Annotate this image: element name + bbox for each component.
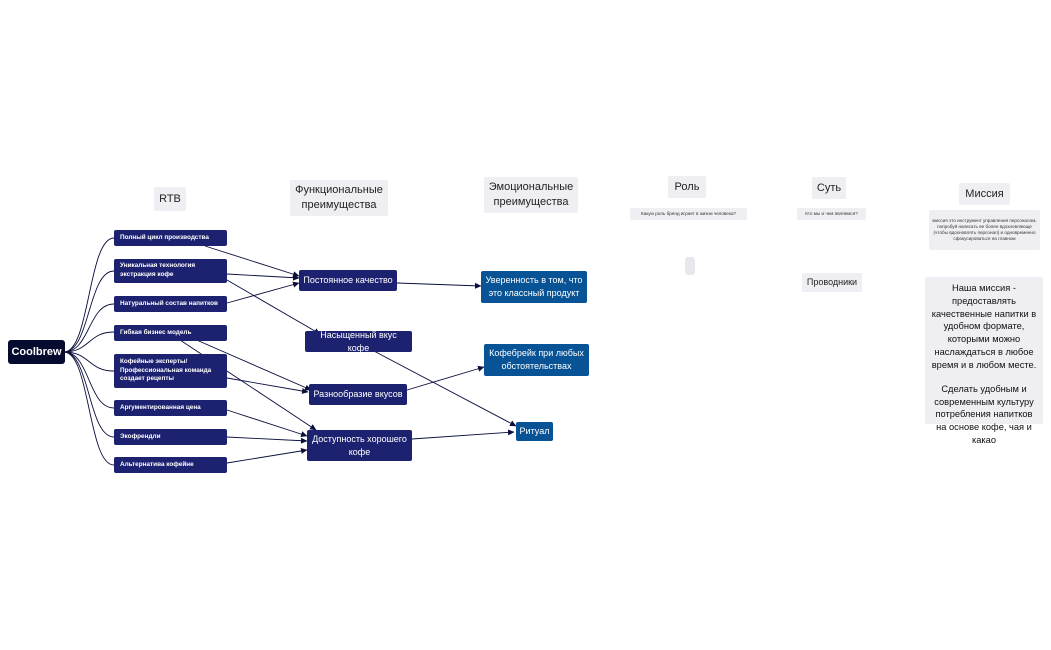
- rtb-label: Уникальная технология экстракция кофе: [120, 262, 196, 278]
- arrow-variety-coffeebreak: [406, 365, 485, 391]
- branch-rtb-0: [63, 237, 115, 353]
- functional-label: Постоянное качество: [303, 275, 393, 286]
- header-rtb-label: RTB: [159, 192, 181, 205]
- header-role[interactable]: Роль: [668, 176, 706, 198]
- emotional-label: Кофебрейк при любых обстоятельствах: [489, 348, 584, 371]
- header-role-label: Роль: [674, 180, 700, 193]
- essence-card[interactable]: Проводники: [802, 273, 862, 292]
- rtb-node[interactable]: Полный цикл производства: [114, 230, 227, 246]
- header-emotional[interactable]: Эмоциональные преимущества: [484, 177, 578, 213]
- rtb-node[interactable]: Кофейные эксперты/ Профессиональная кома…: [114, 354, 227, 388]
- emotional-node[interactable]: Кофебрейк при любых обстоятельствах: [484, 344, 589, 376]
- mission-paragraph-2: Сделать удобным и современным культуру п…: [934, 383, 1034, 446]
- rtb-node[interactable]: Аргументированная цена: [114, 400, 227, 416]
- hint-mission-text: миссия это инструмент управления персона…: [932, 218, 1037, 241]
- root-label: Coolbrew: [11, 346, 62, 358]
- branch-rtb-5: [63, 351, 115, 409]
- arrow-rtb7-access: [226, 448, 308, 464]
- branch-rtb-7: [63, 351, 115, 466]
- branch-rtb-3: [63, 331, 115, 353]
- functional-label: Доступность хорошего кофе: [312, 433, 407, 457]
- role-empty-card[interactable]: [685, 257, 695, 275]
- arrow-rtb5-access: [226, 409, 308, 437]
- mission-card[interactable]: Наша миссия - предоставлять качественные…: [925, 277, 1043, 445]
- rtb-label: Кофейные эксперты/ Профессиональная кома…: [120, 358, 212, 383]
- hint-essence[interactable]: Кто мы и чем являемся?: [797, 208, 866, 220]
- functional-label: Насыщенный вкус кофе: [320, 329, 397, 353]
- arrow-rtb2-quality: [226, 281, 300, 304]
- arrow-rtb4-variety: [226, 377, 309, 394]
- header-functional[interactable]: Функциональные преимущества: [290, 180, 388, 216]
- hint-role-text: Какую роль бренд играет в жизни человека…: [640, 211, 737, 217]
- arrow-rtb1-taste: [226, 279, 321, 335]
- header-mission[interactable]: Миссия: [959, 183, 1010, 205]
- header-functional-label: Функциональные преимущества: [295, 184, 383, 211]
- mission-paragraph-1: Наша миссия - предоставлять качественные…: [931, 283, 1037, 370]
- rtb-node[interactable]: Натуральный состав напитков: [114, 296, 227, 312]
- arrow-taste-ritual: [371, 349, 517, 427]
- rtb-node[interactable]: Уникальная технология экстракция кофе: [114, 259, 227, 283]
- branch-rtb-4: [63, 351, 115, 372]
- arrow-rtb3-variety: [191, 337, 312, 391]
- hint-role[interactable]: Какую роль бренд играет в жизни человека…: [630, 208, 747, 220]
- emotional-label: Ритуал: [519, 426, 550, 437]
- arrow-access-ritual: [411, 429, 515, 440]
- rtb-label: Аргументированная цена: [120, 403, 201, 411]
- header-essence-label: Суть: [816, 181, 842, 194]
- functional-node[interactable]: Доступность хорошего кофе: [307, 430, 412, 461]
- functional-label: Разнообразие вкусов: [313, 389, 403, 400]
- rtb-label: Альтернатива кофейне: [120, 460, 194, 468]
- functional-node[interactable]: Насыщенный вкус кофе: [305, 329, 412, 353]
- hint-essence-text: Кто мы и чем являемся?: [805, 211, 858, 217]
- rtb-label: Полный цикл производства: [120, 233, 209, 241]
- branch-rtb-2: [63, 303, 115, 353]
- rtb-label: Экофрендли: [120, 432, 161, 440]
- arrow-rtb6-access: [226, 436, 308, 444]
- arrow-rtb0-quality: [204, 245, 300, 278]
- header-essence[interactable]: Суть: [812, 177, 846, 199]
- arrow-rtb1-quality: [226, 273, 300, 281]
- essence-value: Проводники: [806, 277, 858, 288]
- arrow-quality-confidence: [396, 282, 482, 289]
- hint-mission[interactable]: миссия это инструмент управления персона…: [929, 210, 1040, 250]
- branch-rtb-1: [63, 270, 115, 353]
- root-node-coolbrew[interactable]: Coolbrew: [8, 340, 65, 364]
- emotional-node[interactable]: Уверенность в том, что это классный прод…: [481, 271, 587, 303]
- header-rtb[interactable]: RTB: [154, 187, 186, 211]
- header-mission-label: Миссия: [965, 187, 1004, 200]
- branch-rtb-6: [63, 351, 115, 438]
- rtb-label: Натуральный состав напитков: [120, 299, 218, 307]
- header-emotional-label: Эмоциональные преимущества: [488, 181, 574, 208]
- rtb-node[interactable]: Экофрендли: [114, 429, 227, 445]
- functional-node[interactable]: Разнообразие вкусов: [309, 384, 407, 405]
- rtb-node[interactable]: Гибкая бизнес модель: [114, 325, 227, 341]
- rtb-node[interactable]: Альтернатива кофейне: [114, 457, 227, 473]
- rtb-label: Гибкая бизнес модель: [120, 328, 192, 336]
- emotional-label: Уверенность в том, что это классный прод…: [485, 275, 583, 298]
- emotional-node[interactable]: Ритуал: [516, 422, 553, 441]
- functional-node[interactable]: Постоянное качество: [299, 270, 397, 291]
